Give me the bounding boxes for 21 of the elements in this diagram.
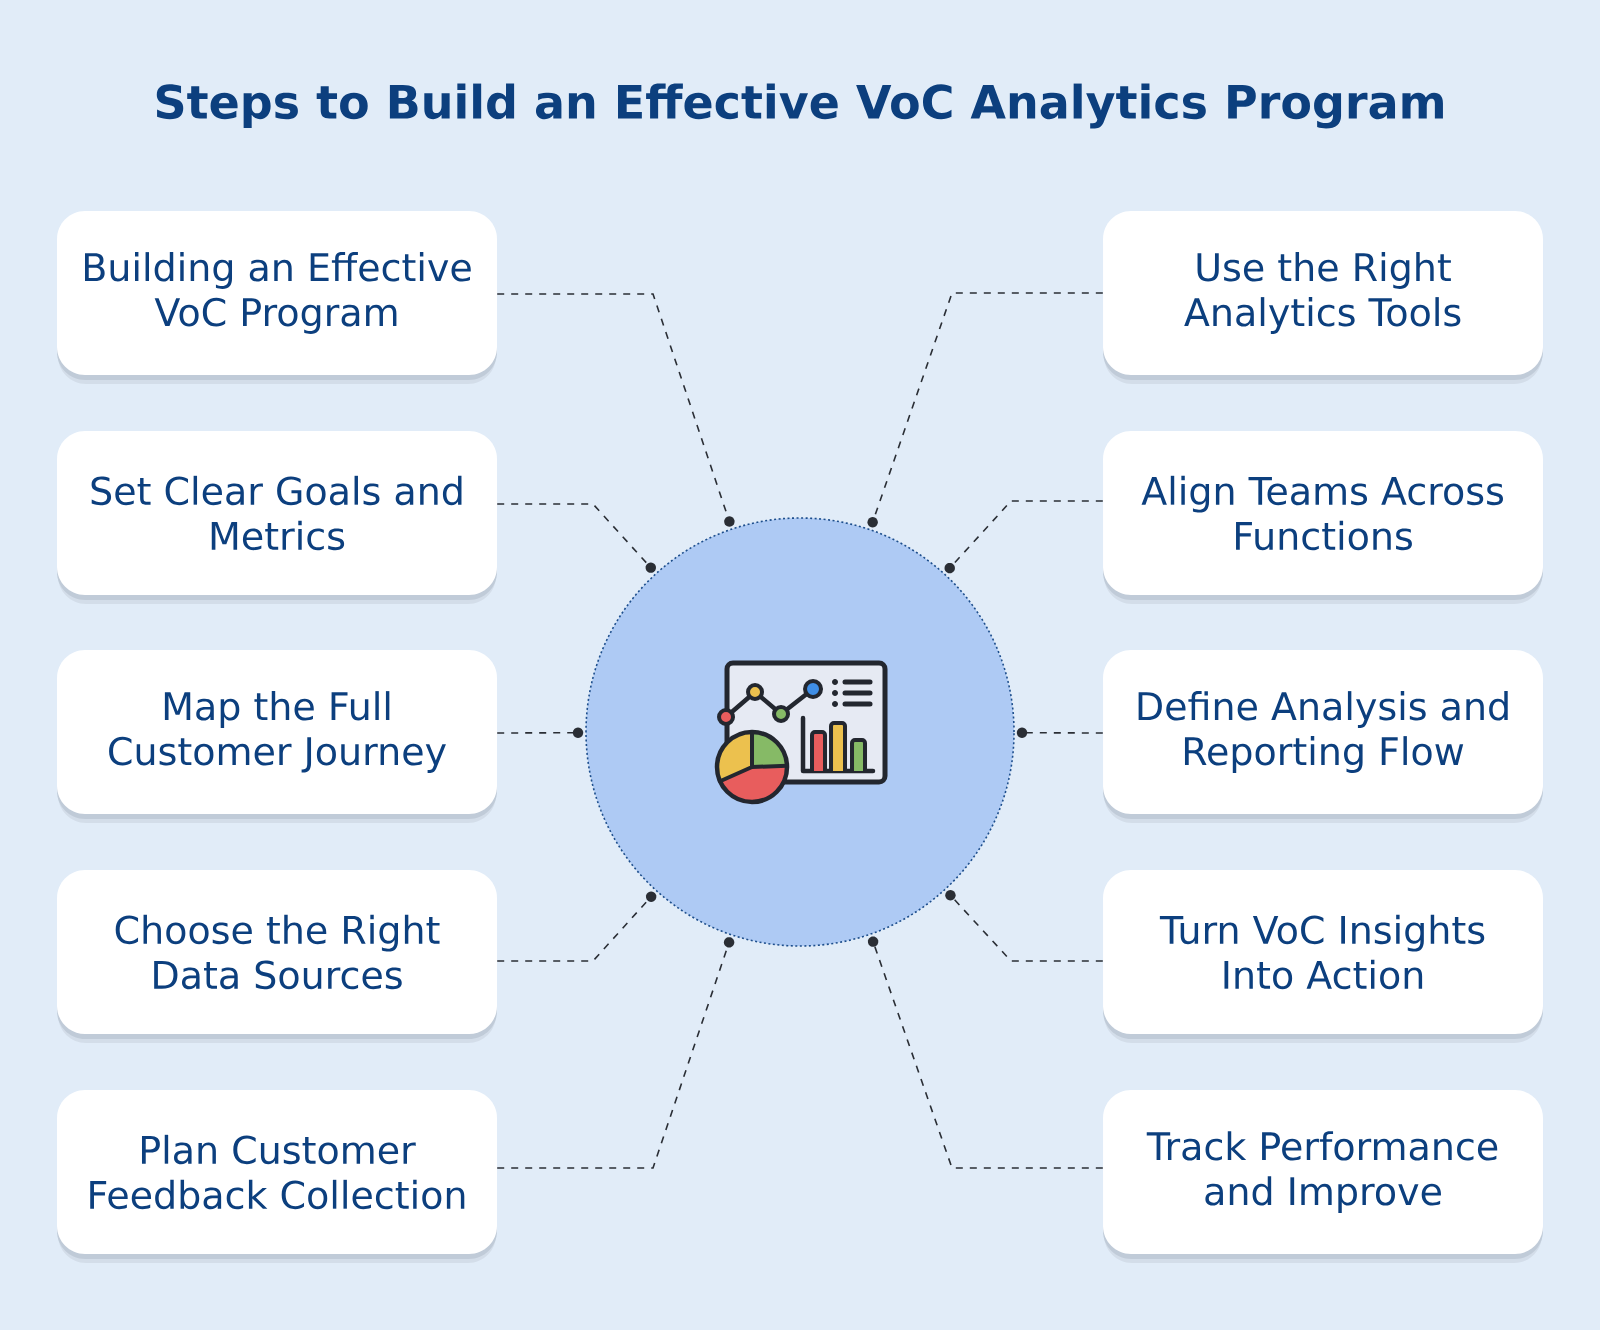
connector-line (496, 937, 735, 1169)
step-box: Align Teams Across Functions (1103, 431, 1543, 604)
step-box: Plan Customer Feedback Collection (57, 1090, 497, 1263)
step-box: Map the Full Customer Journey (57, 650, 497, 823)
connector-line (945, 890, 1104, 962)
connector-line (496, 727, 584, 738)
step-box: Choose the Right Data Sources (57, 870, 497, 1043)
connector-line (867, 292, 1104, 528)
connector-line (867, 936, 1104, 1169)
connector-line (496, 503, 656, 573)
title: Steps to Build an Effective VoC Analytics Program (156, 83, 1443, 129)
connector-line (496, 293, 735, 527)
step-box: Define Analysis and Reporting Flow (1103, 650, 1543, 823)
step-box: Use the Right Analytics Tools (1103, 211, 1543, 384)
step-box: Building an Effective VoC Program (57, 211, 497, 384)
step-box: Set Clear Goals and Metrics (57, 431, 497, 604)
step-box: Turn VoC Insights Into Action (1103, 870, 1543, 1043)
step-box: Track Performance and Improve (1103, 1090, 1543, 1263)
connector-line (1016, 727, 1104, 738)
connector-line (496, 891, 657, 962)
connector-line (944, 500, 1104, 574)
